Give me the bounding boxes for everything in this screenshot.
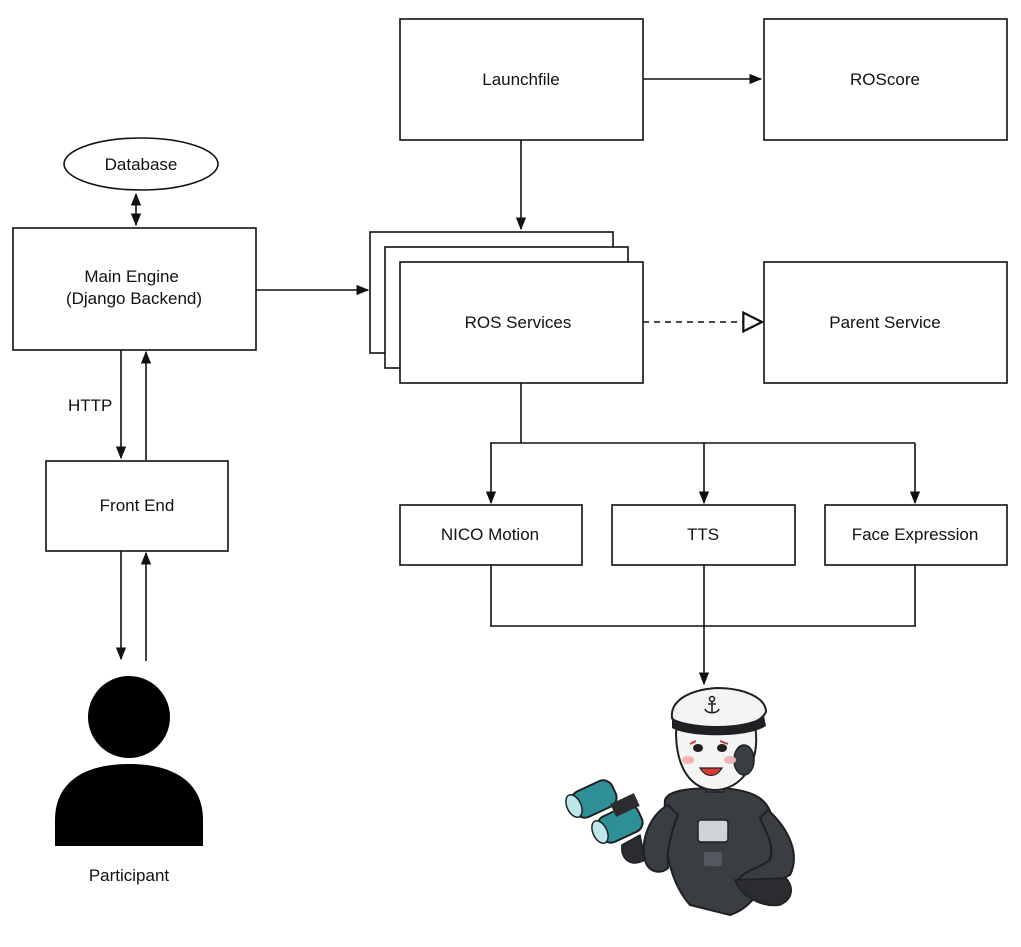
main-engine-node: Main Engine (Django Backend) [12, 227, 257, 351]
ros-services-node: ROS Services [369, 231, 644, 384]
database-node: Database [63, 137, 219, 191]
ros-services-stack-front [399, 261, 644, 384]
participant-label: Participant [89, 866, 170, 885]
launchfile-node: Launchfile [399, 18, 644, 141]
roscore-label: ROScore [850, 70, 920, 89]
main-engine-label-line1: Main Engine [84, 267, 179, 286]
front-end-node: Front End [45, 460, 229, 552]
anchor-emblem-icon [704, 695, 720, 714]
nico-motion-node: NICO Motion [399, 504, 583, 566]
binoculars-icon [565, 779, 644, 845]
participant-icon [55, 676, 203, 846]
ros-services-label: ROS Services [465, 313, 572, 332]
parent-service-node: Parent Service [763, 261, 1008, 384]
parent-service-label: Parent Service [829, 313, 941, 332]
tts-node: TTS [611, 504, 796, 566]
face-expression-label: Face Expression [852, 525, 979, 544]
nico-motion-label: NICO Motion [441, 525, 539, 544]
roscore-node: ROScore [763, 18, 1008, 141]
ros-fanout-edges [485, 383, 921, 505]
robot-sailor-icon [565, 686, 795, 917]
database-label: Database [105, 155, 178, 174]
launchfile-label: Launchfile [482, 70, 560, 89]
face-expression-node: Face Expression [824, 504, 1008, 566]
main-engine-label-line2: (Django Backend) [66, 289, 202, 308]
robot-merge-edges [490, 565, 916, 686]
svg-text:Main Engine (Django Back: Main Engine (Django Backend) [66, 267, 202, 308]
front-end-label: Front End [100, 496, 175, 515]
tts-label: TTS [687, 525, 719, 544]
http-label: HTTP [68, 396, 112, 415]
